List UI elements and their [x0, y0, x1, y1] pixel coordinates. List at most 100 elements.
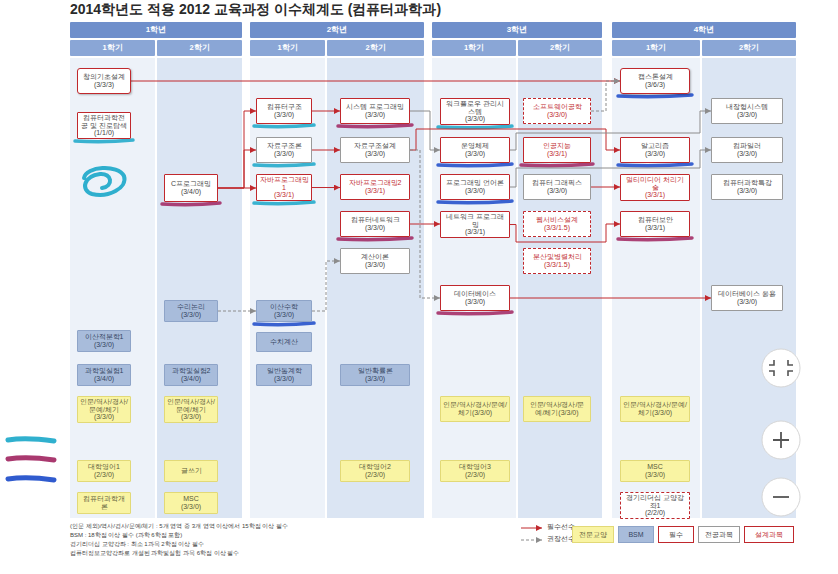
course-text: (3/3/0) — [443, 115, 507, 123]
required-prerequisite-arrow — [218, 111, 256, 188]
header-text: 1학기 — [614, 44, 698, 52]
semester-header: 1학기 — [432, 40, 516, 56]
semester-header: 2학기 — [518, 40, 602, 56]
course-text: 인문/역사/경사/문예/체기(3/3/0) — [80, 398, 128, 421]
course-text: (3/3/0) — [623, 150, 687, 158]
liberal-course-box: 인문/역사/경사/문예/체기(3/3/0) — [440, 396, 510, 422]
handwritten-marks — [8, 95, 692, 480]
course-text: 알고리즘 — [623, 142, 687, 150]
major-course-box: 자료구조설계(3/3/0) — [340, 137, 410, 163]
elective-course-box: 분산및병렬처리(3/3/1.5) — [523, 248, 591, 274]
semester-header: 1학기 — [612, 40, 700, 56]
header-text: 2학년 — [252, 26, 422, 35]
zoom-button — [762, 421, 800, 459]
course-text: 웹서비스설계 — [526, 216, 588, 224]
course-text: (3/6/3) — [623, 81, 687, 89]
required-course-box: 네트워크 프로그래밍(3/3/1) — [440, 211, 510, 238]
required-course-box: 컴퓨터과학전공 및 진로탐색(1/1/0) — [77, 112, 131, 139]
required-prerequisite-arrow — [218, 150, 256, 188]
required-course-box: 컴퓨터구조(3/3/0) — [256, 98, 312, 124]
required-course-box: 데이터베이스(3/3/0) — [440, 285, 510, 311]
course-text: (3/3/1) — [259, 191, 309, 199]
required-course-box: 운영체제(3/3/0) — [440, 137, 510, 163]
legend-item: 권장선수 — [520, 535, 575, 544]
semester-header: 2학기 — [327, 40, 424, 56]
liberal-course-box: 대학영어3(2/3/0) — [440, 460, 510, 482]
major-course-box: 내장형시스템(3/3/0) — [711, 98, 783, 124]
underline-scribble — [162, 203, 220, 205]
course-text: 컴파일러 — [714, 142, 780, 150]
required-course-box: C프로그래밍(3/4/0) — [164, 174, 218, 202]
circle-scribble — [84, 168, 125, 195]
course-text: (3/3/1.5) — [526, 261, 588, 269]
liberal-course-box: 인문/역사/경사/문예/체기(3/3/0) — [164, 396, 218, 423]
header-text: 1학기 — [72, 44, 153, 52]
course-text: (3/3/0) — [714, 150, 780, 158]
required-prerequisite-arrow — [410, 224, 440, 225]
course-text: (3/3/1) — [623, 191, 687, 199]
required-course-box: 자바프로그래밍1(3/3/1) — [256, 174, 312, 201]
header-text: 1학년 — [72, 26, 240, 35]
semester-header: 1학기 — [250, 40, 325, 56]
header-text: 1학기 — [252, 44, 323, 52]
year-header: 3학년 — [432, 22, 602, 38]
underline-scribble — [618, 95, 692, 97]
course-text: 컴퓨터구조 — [259, 103, 309, 111]
column-stripe — [612, 58, 700, 518]
course-text: 컴퓨터과학개론 — [80, 495, 128, 510]
recommended-prerequisite-arrow — [312, 261, 340, 311]
zoom-button — [762, 478, 800, 516]
bsm-course-box: 일반확률론(3/3/0) — [340, 364, 410, 386]
major-course-box: 자료구조론(3/3/0) — [256, 137, 312, 163]
semester-header: 2학기 — [702, 40, 796, 56]
year-header: 2학년 — [250, 22, 424, 38]
course-text: 네트워크 프로그래밍 — [443, 213, 507, 228]
course-text: 인문/역사/경사/문예/체기(3/3/0) — [526, 401, 588, 416]
liberal-course-box: 대학영어2(2/3/0) — [340, 460, 410, 482]
bsm-course-box: 과학및실험2(3/4/0) — [164, 364, 218, 386]
course-text: 대학영어3 — [443, 463, 507, 471]
semester-header: 1학기 — [70, 40, 155, 56]
required-prerequisite-arrow — [510, 298, 711, 299]
zoom-button — [762, 349, 800, 387]
recommended-prerequisite-arrow — [218, 311, 256, 312]
course-text: 컴퓨터보안 — [623, 216, 687, 224]
course-text: (3/3/0) — [714, 298, 780, 306]
header-text: 2학기 — [159, 44, 240, 52]
course-text: 컴퓨터 그래픽스 — [526, 179, 588, 187]
compress-icon — [769, 360, 793, 376]
course-text: (3/3/0) — [343, 375, 407, 383]
underline-scribble — [438, 164, 512, 166]
required-course-box: 알고리즘(3/3/0) — [620, 137, 690, 163]
major-course-box: 컴퓨터 그래픽스(3/3/0) — [523, 174, 591, 200]
semester-columns — [70, 58, 796, 518]
required-course-box: 컴퓨터네트워크(3/3/0) — [340, 211, 410, 237]
underline-scribble — [338, 238, 412, 240]
course-text: 운영체제 — [443, 142, 507, 150]
dash-scribble — [8, 478, 54, 480]
course-text: (3/3/3) — [80, 81, 128, 89]
course-text: (3/3/0) — [259, 150, 309, 158]
course-text: (3/3/0) — [714, 111, 780, 119]
year-header: 1학년 — [70, 22, 242, 38]
required-prerequisite-arrow — [591, 187, 620, 188]
course-text: 일반확률론 — [343, 367, 407, 375]
recommended-prerequisite-arrow — [410, 150, 440, 298]
course-text: MSC — [623, 463, 687, 471]
bsm-course-box: 수치계산 — [256, 332, 312, 352]
column-stripe — [518, 58, 602, 518]
underline-scribble — [75, 140, 133, 142]
course-text: (3/3/0) — [526, 111, 588, 119]
required-course-box: 멀티미디어 처리기술(3/3/1) — [620, 174, 690, 201]
footnote: (인문 제외)/역사/경사/문예/체기 : 5개 영역 중 3개 영역 이상에서… — [70, 523, 288, 530]
underline-scribble — [618, 164, 692, 166]
underline-scribble — [618, 238, 692, 240]
recommended-prerequisite-arrow — [410, 111, 440, 150]
bsm-course-box: 수리논리(3/3/0) — [164, 300, 218, 322]
header-text: 2학기 — [704, 44, 794, 52]
course-text: (3/3/0) — [623, 471, 687, 479]
course-text: 이산수학 — [259, 303, 309, 311]
liberal-course-box: 인문/역사/경사/문예/체기(3/3/0) — [523, 396, 591, 422]
elective-course-box: 웹서비스설계(3/3/1.5) — [523, 211, 591, 237]
